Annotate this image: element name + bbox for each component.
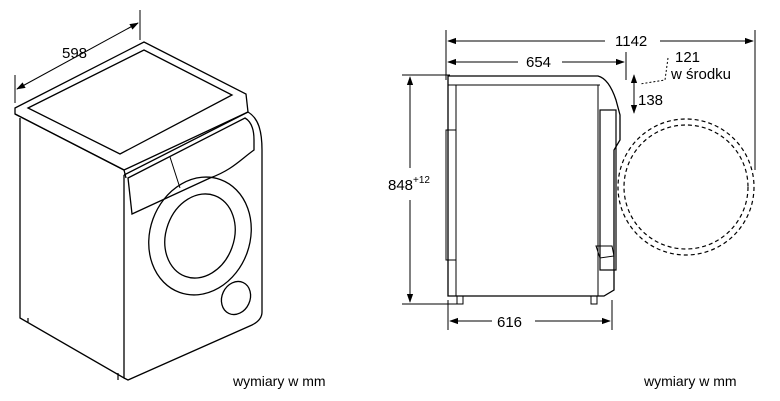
door-swing-inner [623, 124, 749, 250]
feet-depth-label: 616 [497, 314, 522, 331]
width-dimension-line [16, 22, 139, 90]
washer-front-panel [123, 111, 263, 381]
washer-side-view: 1142 654 121 w środku 138 848+12 [388, 30, 756, 331]
left-caption: wymiary w mm [233, 373, 326, 389]
body-depth-label: 654 [526, 54, 551, 71]
width-label: 598 [62, 45, 87, 62]
machine-body-outline [447, 75, 621, 297]
door-outer-ring [148, 176, 252, 296]
right-caption: wymiary w mm [644, 373, 737, 389]
door-note-w-srodku: w środku [670, 66, 731, 83]
total-depth-label: 1142 [615, 33, 647, 50]
height-value: 848 [388, 177, 413, 194]
filter-hatch [220, 280, 252, 316]
door-swing-outer [617, 118, 755, 256]
door-gap-label: 138 [638, 92, 663, 109]
height-tolerance: +12 [413, 175, 430, 186]
washer-left-side [19, 118, 125, 380]
washer-isometric-view: 598 [14, 10, 263, 381]
foot-front [590, 295, 598, 305]
foot-rear [456, 295, 464, 305]
door-glass [164, 193, 236, 279]
control-panel [127, 117, 255, 215]
door-note-121: 121 [675, 49, 700, 66]
door-note-leader [639, 57, 669, 85]
door-side-profile [599, 109, 617, 271]
height-label: 848+12 [388, 175, 430, 194]
washer-top-panel [14, 41, 249, 171]
